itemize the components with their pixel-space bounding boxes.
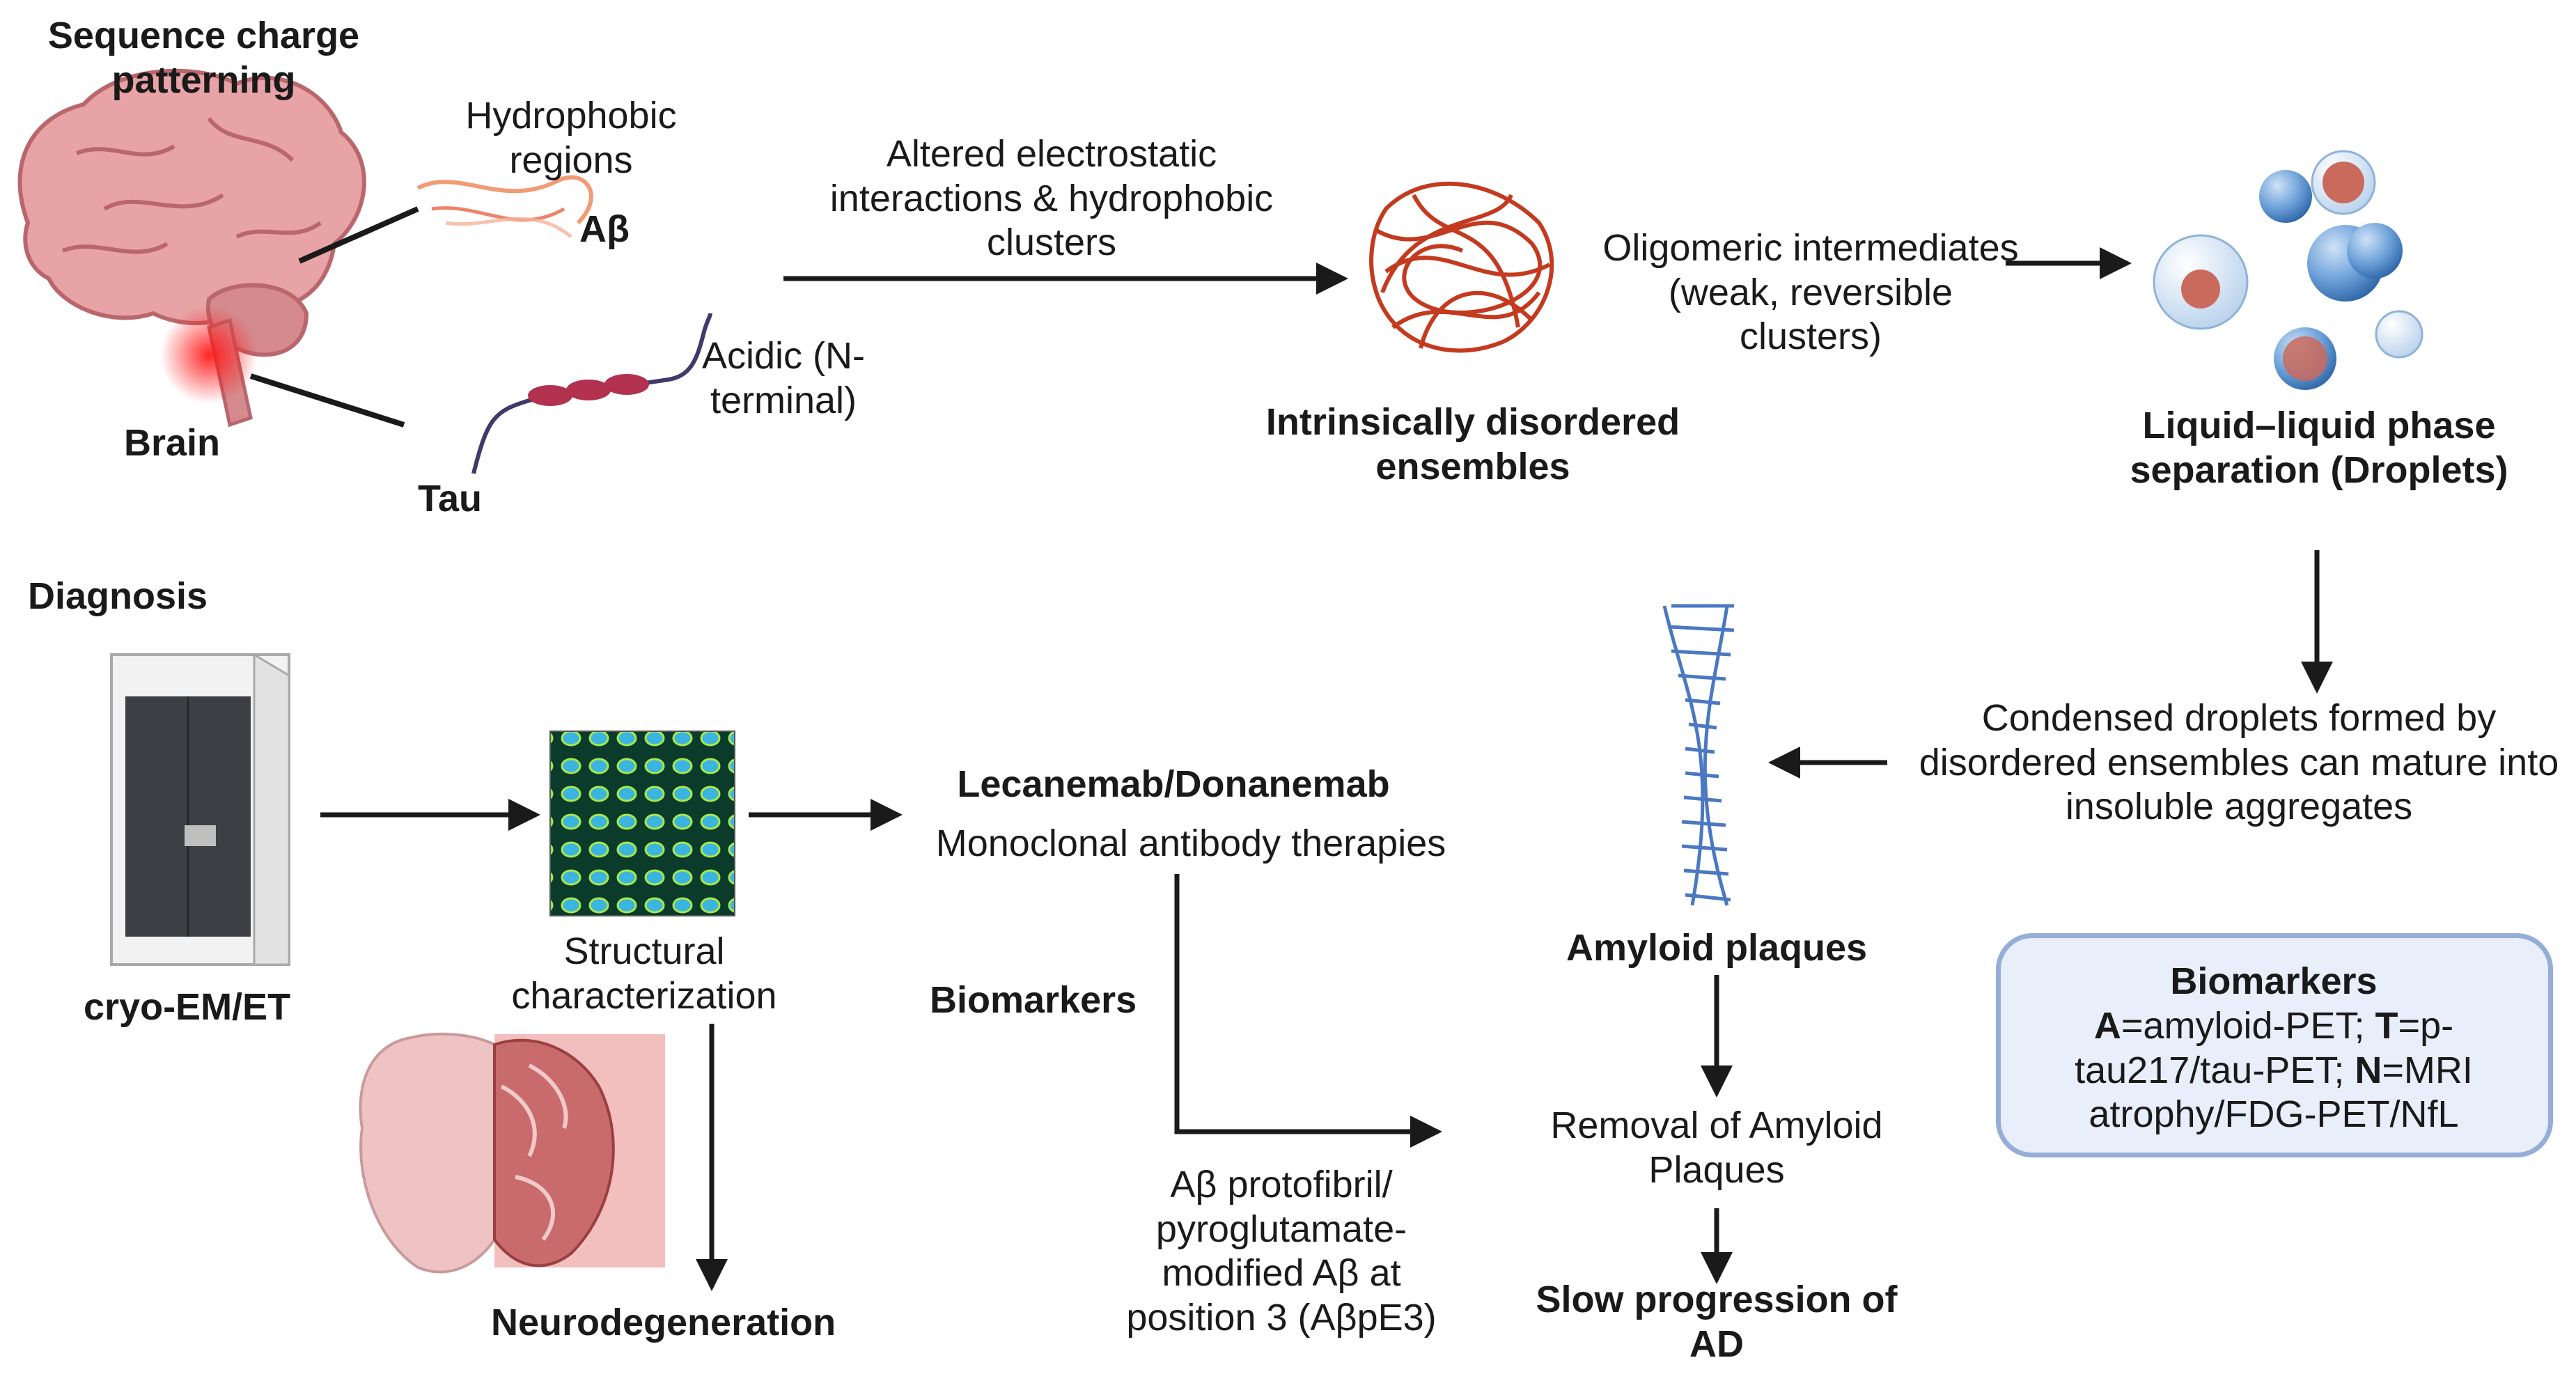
protofibril-label: Aβ protofibril/ pyroglutamate-modified A… bbox=[1126, 1164, 1437, 1339]
tau-icon bbox=[471, 313, 712, 474]
neurodegeneration-label: Neurodegeneration bbox=[491, 1302, 836, 1343]
disordered-ensemble-icon bbox=[1369, 181, 1554, 353]
condensed-label: Condensed droplets formed by disordered … bbox=[1919, 697, 2559, 828]
arrow-therapies-to-removal bbox=[1174, 874, 1442, 1148]
oligomeric-label: Oligomeric intermediates (weak, reversib… bbox=[1602, 227, 2019, 358]
tomography-image bbox=[549, 731, 735, 916]
biomarkers-box-body: A=amyloid-PET; T=p-tau217/tau-PET; N=MRI… bbox=[2020, 1004, 2528, 1137]
t-key: T bbox=[2375, 1005, 2398, 1047]
a-text: =amyloid-PET; bbox=[2121, 1005, 2375, 1047]
n-key: N bbox=[2355, 1049, 2382, 1091]
n-text: =MRI atrophy/FDG-PET/NfL bbox=[2089, 1049, 2473, 1136]
biomarkers-side-label: Biomarkers bbox=[930, 979, 1137, 1021]
abeta-label: Aβ bbox=[579, 208, 630, 250]
biomarkers-box-title: Biomarkers bbox=[2170, 960, 2378, 1002]
t-text: =p-tau217/tau-PET; bbox=[2075, 1005, 2454, 1091]
slow-progression-label: Slow progression of AD bbox=[1536, 1279, 1898, 1365]
hydrophobic-label: Hydrophobic regions bbox=[465, 95, 677, 181]
brain-icon bbox=[17, 68, 419, 428]
cryo-em-label: cryo-EM/ET bbox=[84, 986, 291, 1028]
a-key: A bbox=[2093, 1005, 2121, 1047]
ensembles-label: Intrinsically disordered ensembles bbox=[1265, 401, 1680, 487]
sequence-title: Sequence charge patterning bbox=[47, 15, 360, 101]
diagnosis-title: Diagnosis bbox=[28, 575, 208, 617]
acidic-label: Acidic (N-terminal) bbox=[701, 335, 865, 421]
droplets-icon bbox=[2153, 150, 2423, 390]
biomarkers-box bbox=[1996, 933, 2553, 1157]
lecanemab-donanemab-label: Lecanemab/Donanemab bbox=[957, 763, 1390, 805]
brain-label: Brain bbox=[124, 422, 221, 464]
abeta-hydrophobic-icon bbox=[416, 175, 593, 238]
structural-label: Structural characterization bbox=[511, 930, 777, 1017]
mab-therapies-label: Monoclonal antibody therapies bbox=[935, 822, 1446, 864]
amyloid-plaques-label: Amyloid plaques bbox=[1566, 927, 1868, 969]
tau-label: Tau bbox=[418, 478, 482, 520]
llps-label: Liquid–liquid phase separation (Droplets… bbox=[2130, 405, 2508, 491]
brain-section-icon bbox=[359, 1032, 665, 1274]
cryo-em-instrument-icon bbox=[110, 653, 290, 966]
electrostatic-label: Altered electrostatic interactions & hyd… bbox=[829, 133, 1274, 264]
removal-label: Removal of Amyloid Plaques bbox=[1550, 1104, 1883, 1191]
amyloid-fibril-icon bbox=[1662, 604, 1735, 906]
